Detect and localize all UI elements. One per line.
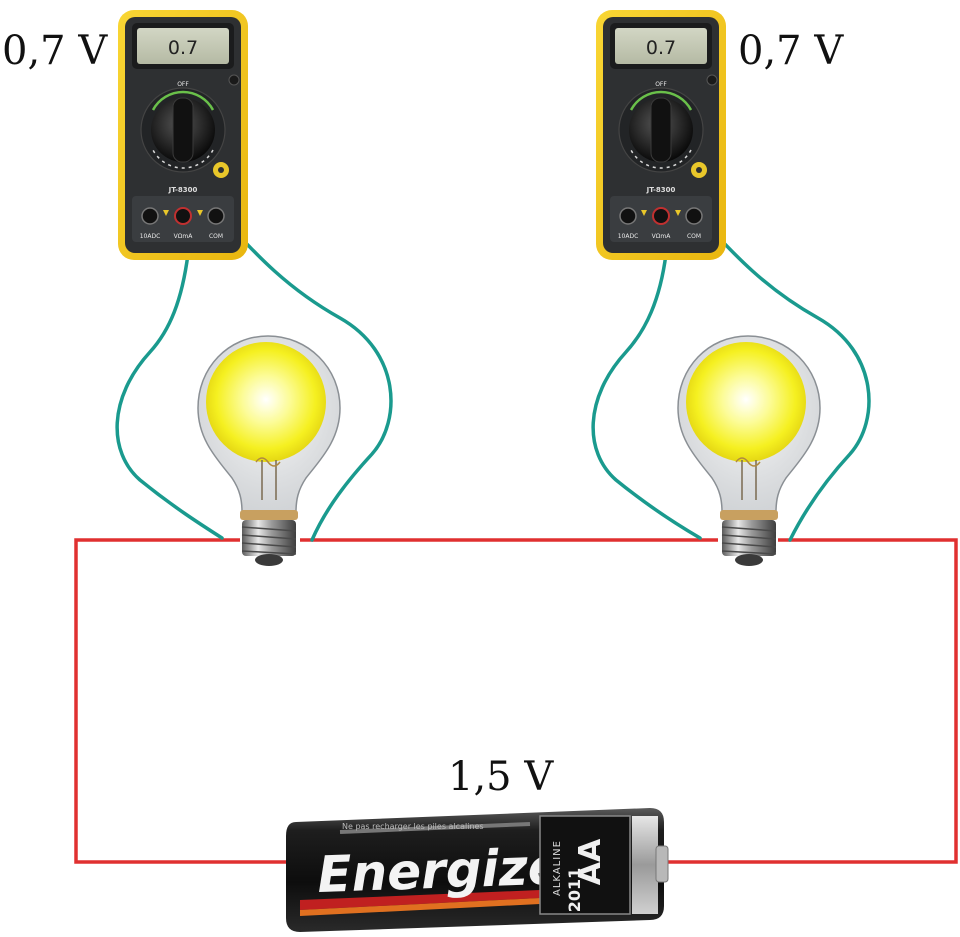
- probe-wires-left: [115, 204, 393, 542]
- right-bulb-voltage-label: 0,7 V: [738, 28, 844, 74]
- multimeter-left: 0.7 OFF JT-8300 10ADC VΩmA COM: [118, 10, 248, 260]
- meter-right-model: JT-8300: [646, 186, 676, 194]
- left-bulb-voltage-label: 0,7 V: [2, 28, 108, 74]
- bulb-left-glow: [206, 342, 326, 462]
- meter-left-display: 0.7: [168, 37, 198, 59]
- bulb-left: [197, 335, 341, 566]
- battery-aa: Ne pas recharger les piles alcalines Ene…: [286, 808, 669, 932]
- battery-chemistry: ALKALINE: [552, 840, 563, 896]
- probe-wires-right: [591, 204, 871, 542]
- battery-positive-terminal: [655, 845, 669, 883]
- meter-right-off-label: OFF: [655, 81, 667, 88]
- bulb-right-glow: [686, 342, 806, 462]
- meter-right-port-10adc: 10ADC: [618, 233, 639, 240]
- bulb-right: [677, 335, 821, 566]
- multimeter-right: 0.7 OFF JT-8300 10ADC VΩmA COM: [596, 10, 726, 260]
- meter-left-off-label: OFF: [177, 81, 189, 88]
- meter-left-port-vohm: VΩmA: [174, 233, 194, 240]
- battery-warning: Ne pas recharger les piles alcalines: [342, 822, 484, 831]
- meter-left-port-10adc: 10ADC: [140, 233, 161, 240]
- battery-code: 2011: [565, 868, 584, 913]
- meter-right-port-vohm: VΩmA: [652, 233, 672, 240]
- circuit-wire: [74, 538, 958, 864]
- battery-voltage-label: 1,5 V: [448, 754, 554, 800]
- meter-right-display: 0.7: [646, 37, 676, 59]
- meter-right-port-com: COM: [687, 233, 701, 240]
- meter-left-model: JT-8300: [168, 186, 198, 194]
- battery-size: AA: [573, 838, 608, 885]
- meter-left-port-com: COM: [209, 233, 223, 240]
